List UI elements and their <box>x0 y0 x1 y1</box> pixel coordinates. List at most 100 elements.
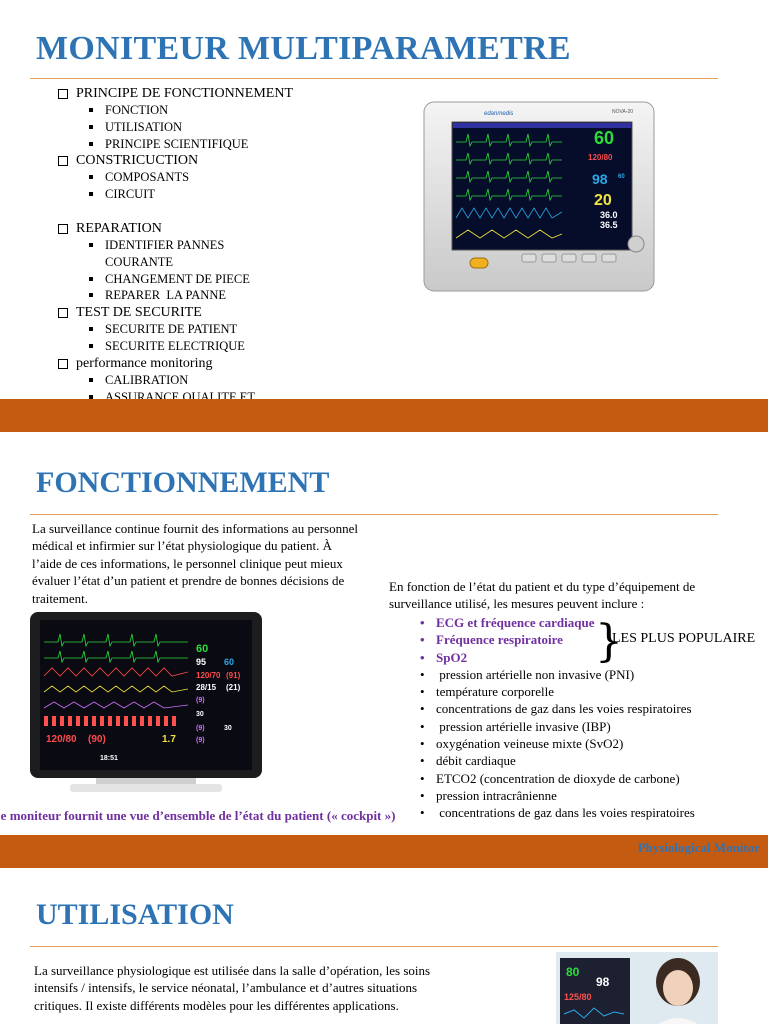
outline-item-label: PRINCIPE DE FONCTIONNEMENT <box>76 86 293 101</box>
outline-item: REPARATION <box>58 220 358 237</box>
brace-icon: } <box>595 616 623 667</box>
spo2-value: 95 <box>196 657 206 667</box>
checkbox-bullet-icon <box>58 156 68 167</box>
measure-label: concentrations de gaz dans les voies res… <box>436 701 692 717</box>
bullet-icon: • <box>420 615 425 630</box>
measure-label: SpO2 <box>436 649 468 665</box>
outline-subitem-label: CHANGEMENT DE PIECE <box>105 271 250 286</box>
nurse-monitor-photo: 80 98 125/80 <box>556 952 718 1024</box>
bullet-icon: • <box>420 787 425 803</box>
slide-title: MONITEUR MULTIPARAMETRE <box>36 30 571 67</box>
checkbox-bullet-icon <box>58 308 68 319</box>
measures-lead: En fonction de l’état du patient et du t… <box>389 579 696 612</box>
outline-item: PRINCIPE DE FONCTIONNEMENT <box>58 85 358 102</box>
outline-item-label: REPARATION <box>76 220 162 236</box>
measure-item: • oxygénation veineuse mixte (SvO2) <box>418 735 758 752</box>
measure-item-popular: • Fréquence respiratoire <box>418 631 758 648</box>
measure-item: • pression artérielle non invasive (PNI) <box>418 666 758 683</box>
spo2b-value: 60 <box>224 657 234 667</box>
square-bullet-icon <box>89 394 93 399</box>
temp1-value: 36.0 <box>600 210 618 220</box>
measure-item: •concentrations de gaz dans les voies re… <box>418 700 758 717</box>
nibp-value: 120/70 <box>196 671 221 680</box>
square-bullet-icon <box>89 108 93 112</box>
temp2-value: 36.5 <box>600 220 618 230</box>
square-bullet-icon <box>89 377 93 382</box>
pap-value: 28/15 <box>196 683 217 692</box>
measure-item-popular: • ECG et fréquence cardiaque <box>418 614 758 631</box>
slide-title: UTILISATION <box>36 898 234 931</box>
intro-paragraph: La surveillance continue fournit des inf… <box>32 521 358 606</box>
heart-rate-value: 60 <box>196 643 208 655</box>
clock-value: 18:51 <box>100 755 118 762</box>
monitor-caption: Le moniteur fournit une vue d’ensemble d… <box>0 808 396 823</box>
outline-item: TEST DE SECURITE <box>58 304 358 321</box>
square-bullet-icon <box>89 276 93 281</box>
measure-item-popular: • SpO2 <box>418 649 758 666</box>
outline-subitem: CHANGEMENT DE PIECE <box>58 271 358 288</box>
measure-label: pression artérielle invasive (IBP) <box>436 718 611 734</box>
measure-label: pression intracrânienne <box>436 787 557 803</box>
slide-fonctionnement: FONCTIONNEMENT La surveillance continue … <box>0 436 768 868</box>
measure-label: Fréquence respiratoire <box>436 632 563 648</box>
measure-item: • concentrations de gaz dans les voies r… <box>418 804 758 821</box>
spacer <box>58 203 358 220</box>
photo-spo2-value: 98 <box>596 975 610 989</box>
square-bullet-icon <box>89 327 93 332</box>
checkbox-bullet-icon <box>58 89 68 99</box>
cvp2-value: (9) <box>196 725 205 732</box>
measure-label: ECG et fréquence cardiaque <box>436 615 595 630</box>
measure-item: •température corporelle <box>418 683 758 700</box>
outline-subitem-label: COMPOSANTS <box>105 170 190 185</box>
outline-subitem-label: UTILISATION <box>105 119 183 134</box>
footer-band <box>0 399 768 432</box>
resp-rate-value: 20 <box>594 192 612 209</box>
checkbox-bullet-icon <box>58 358 68 369</box>
etco2-value: 1.7 <box>162 734 176 745</box>
outline-subitem-label: FONCTION <box>105 103 169 117</box>
measure-label: oxygénation veineuse mixte (SvO2) <box>436 736 624 752</box>
bullet-icon: • <box>420 632 425 648</box>
bullet-icon: • <box>420 736 425 752</box>
outline-subitem: CIRCUIT <box>58 186 358 203</box>
outline-item: CONSTRICUCTION <box>58 152 358 169</box>
measure-item: •ETCO2 (concentration de dioxyde de carb… <box>418 770 758 787</box>
patient-monitor-image: 60 95 60 120/70 (91) 28/15 (21) (9) 30 (… <box>30 612 262 792</box>
heart-rate-value: 60 <box>594 128 614 148</box>
outline-subitem-label: SECURITE ELECTRIQUE <box>105 338 245 353</box>
outline-subitem-label: IDENTIFIER PANNES COURANTE <box>105 237 225 269</box>
square-bullet-icon <box>89 141 93 146</box>
square-bullet-icon <box>89 124 93 129</box>
measure-label: débit cardiaque <box>436 753 516 769</box>
outline-subitem: IDENTIFIER PANNES COURANTE <box>58 237 358 271</box>
bullet-icon: • <box>420 718 425 734</box>
monitor-model: NOVA-20 <box>612 109 633 115</box>
nibp-mean-value: (91) <box>226 671 241 680</box>
footer-label: Physiological Monitor <box>637 840 760 855</box>
checkbox-bullet-icon <box>58 223 68 234</box>
pulse-rate-value: 60 <box>618 174 625 180</box>
cvp3-value: (9) <box>196 737 205 744</box>
outline-item-label: TEST DE SECURITE <box>76 305 202 321</box>
outline-subitem-label: CALIBRATION <box>105 372 189 387</box>
bullet-icon: • <box>420 770 425 786</box>
bullet-icon: • <box>420 805 425 821</box>
outline-subitem-label: REPARER LA PANNE <box>105 288 226 303</box>
outline-list: PRINCIPE DE FONCTIONNEMENT FONCTION UTIL… <box>58 85 358 422</box>
resp-value: 30 <box>196 711 204 718</box>
square-bullet-icon <box>89 343 93 348</box>
outline-item-label: CONSTRICUCTION <box>76 153 199 169</box>
photo-nibp-value: 125/80 <box>564 992 592 1002</box>
square-bullet-icon <box>89 242 93 247</box>
measure-item: • pression artérielle invasive (IBP) <box>418 718 758 735</box>
title-divider <box>30 78 718 79</box>
body-paragraph: La surveillance physiologique est utilis… <box>34 963 431 1013</box>
outline-subitem-label: SECURITE DE PATIENT <box>105 322 238 337</box>
bullet-icon: • <box>420 649 425 665</box>
ibp-mean-value: (90) <box>88 734 106 745</box>
outline-item: performance monitoring <box>58 355 358 372</box>
measure-item: • pression intracrânienne <box>418 787 758 804</box>
measure-label: température corporelle <box>436 684 555 700</box>
outline-subitem: SECURITE ELECTRIQUE <box>58 338 358 355</box>
measures-list: • ECG et fréquence cardiaque • Fréquence r… <box>418 614 758 822</box>
